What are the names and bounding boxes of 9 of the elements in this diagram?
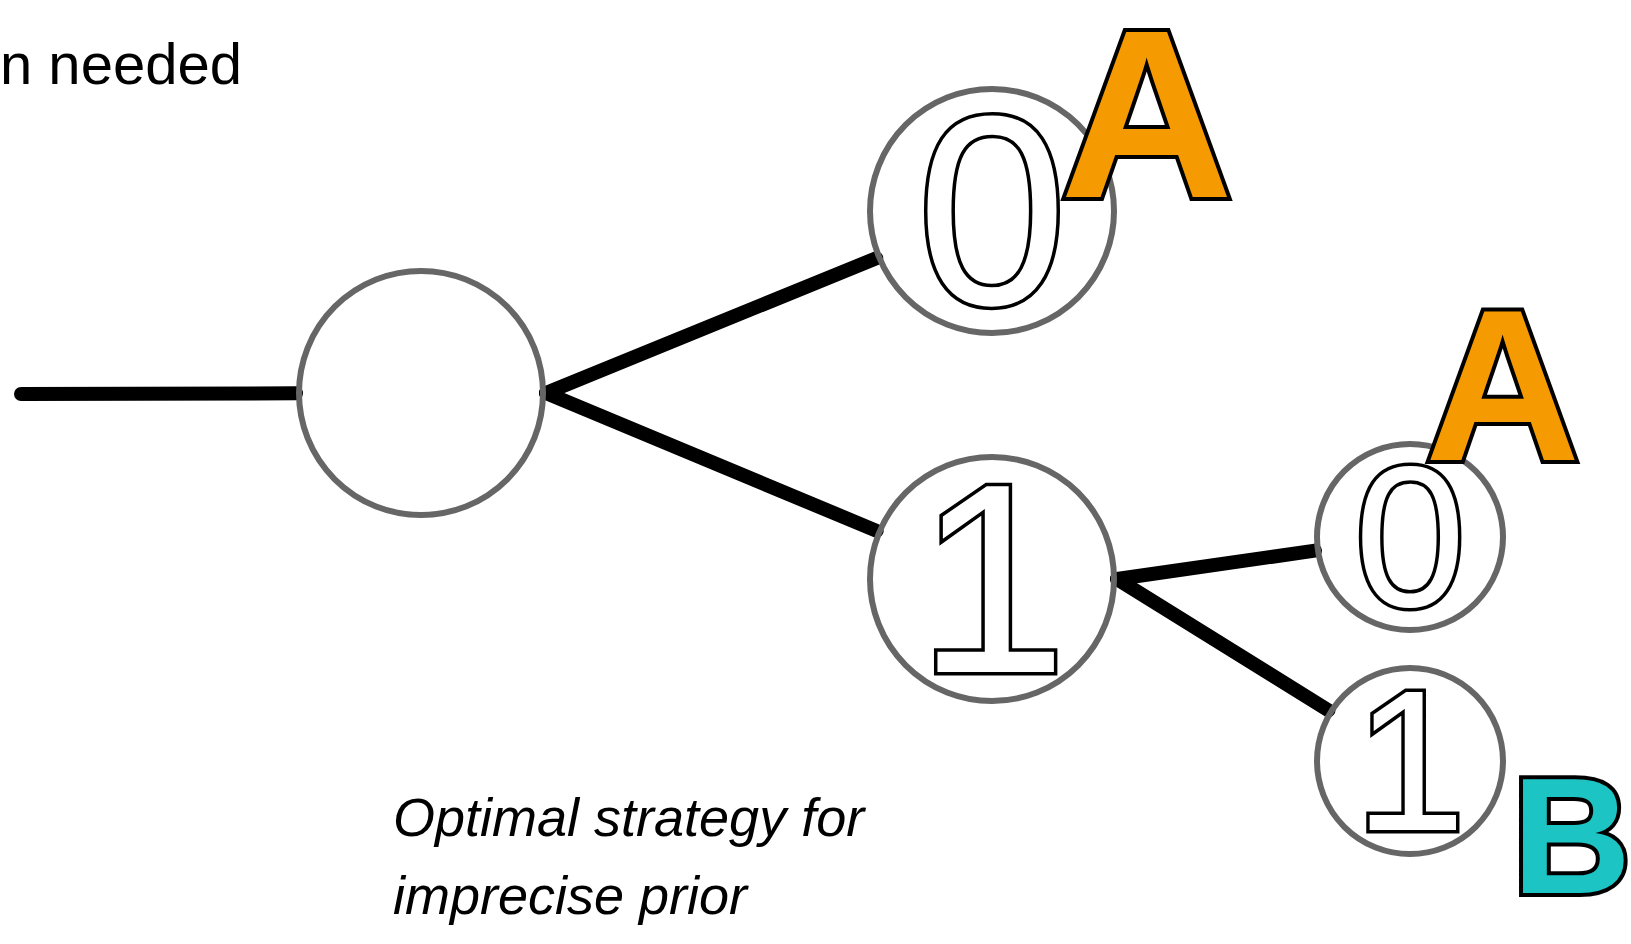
note-text: Optimal strategy for imprecise prior	[393, 786, 867, 928]
annotation-letter: A	[1060, 18, 1234, 210]
node-label: 1	[916, 471, 1068, 687]
heading-text: n needed	[0, 30, 242, 98]
circle-node	[1314, 665, 1506, 857]
annotation-letter: B	[1512, 770, 1631, 902]
circle-node	[296, 268, 546, 518]
node-label: 1	[1354, 681, 1466, 841]
circle-node	[867, 454, 1117, 704]
